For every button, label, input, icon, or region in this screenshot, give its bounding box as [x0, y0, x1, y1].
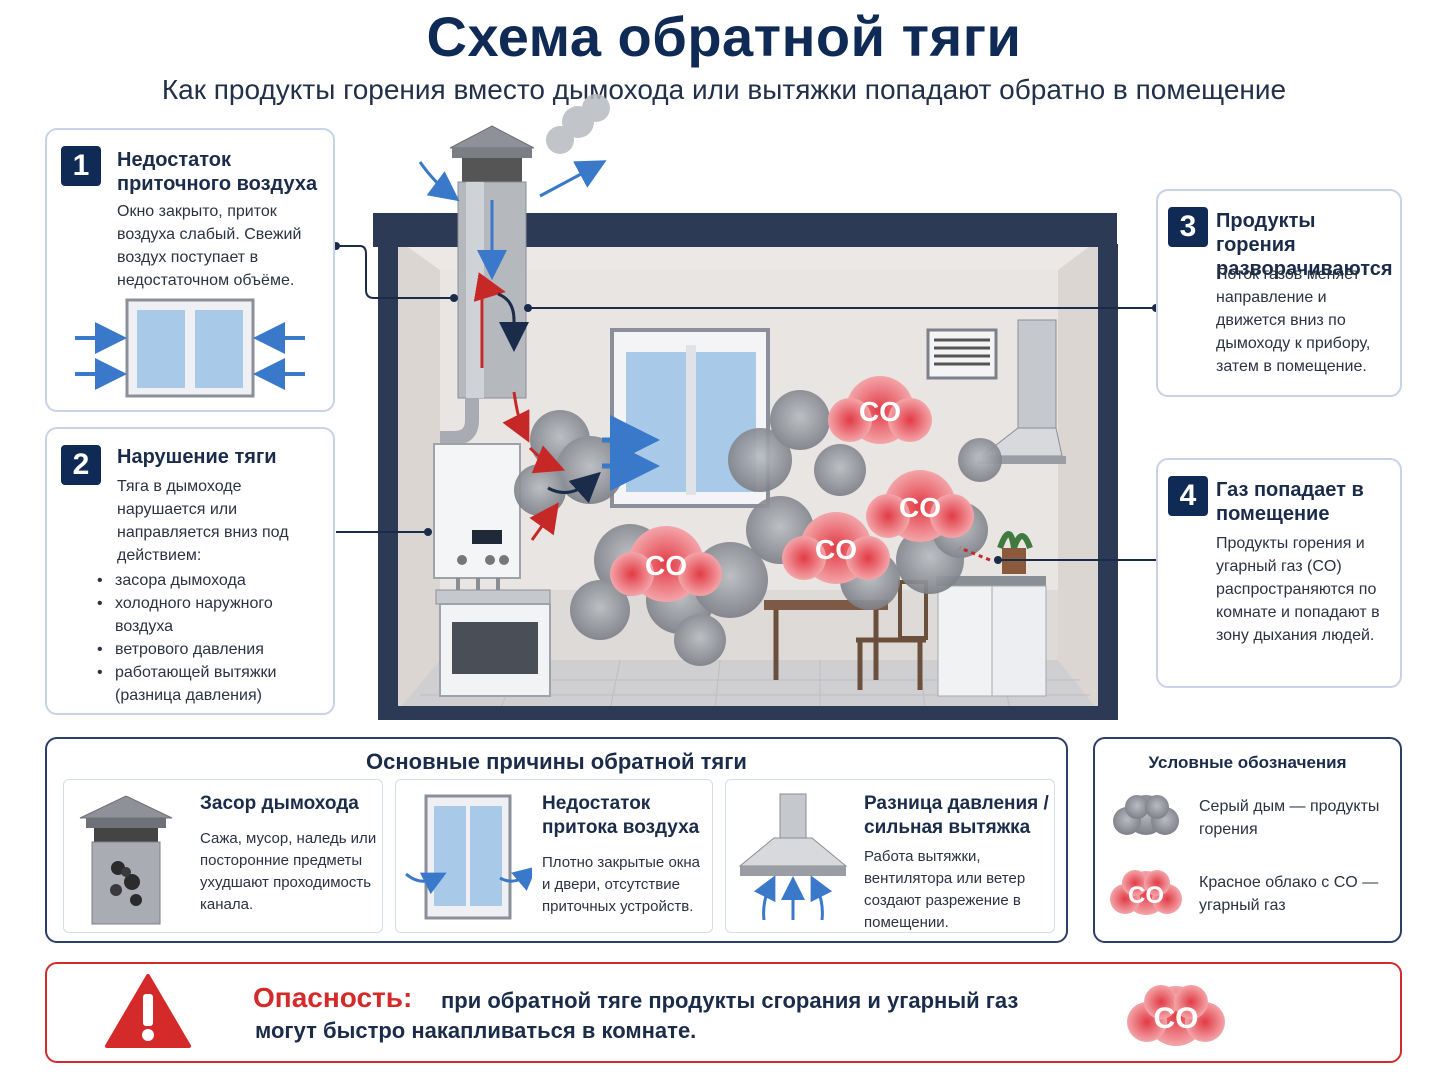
- step-text: Тяга в дымоходе нарушается или направляе…: [117, 478, 289, 564]
- legend-heading: Условные обозначения: [1148, 753, 1347, 772]
- co-label: CO: [645, 550, 687, 581]
- page-subtitle: Как продукты горения вместо дымохода или…: [161, 74, 1287, 105]
- step-number: 3: [1168, 207, 1208, 247]
- co-label: CO: [859, 396, 901, 427]
- legend-panel: Условные обозначения Серый дым — продукт…: [1093, 737, 1402, 943]
- cause-title: Разница давления / сильная вытяжка: [864, 793, 1049, 838]
- step-text: Поток газов меняет направление и движетс…: [1216, 266, 1371, 375]
- step-title: Газ попадает в помещение: [1216, 479, 1364, 525]
- co-label: CO: [1154, 1002, 1199, 1035]
- step-card-4: 4 Газ попадает в помещение Продукты горе…: [1156, 458, 1402, 688]
- cause-text: Плотно закрытые окна и двери, отсутствие…: [542, 854, 700, 915]
- legend-label: Красное облако с CO — угарный газ: [1199, 874, 1379, 914]
- cause-title: Недостаток притока воздуха: [542, 793, 700, 838]
- danger-label: Опасность:: [253, 982, 413, 1013]
- co-cloud: [610, 526, 722, 602]
- up-arrow: [473, 272, 506, 368]
- step-card-2: 2 Нарушение тяги Тяга в дымоходе нарушае…: [45, 427, 335, 715]
- inflow-arrow: [418, 161, 460, 202]
- co-label: CO: [815, 534, 857, 565]
- step-card-3: 3 Продукты горения разворачиваются Поток…: [1156, 189, 1402, 397]
- co-cloud: [782, 512, 890, 584]
- step-number: 2: [61, 445, 101, 485]
- cause-title: Засор дымохода: [200, 793, 359, 814]
- reverse-arrow: [497, 292, 529, 352]
- swirl-arrow: [547, 471, 601, 504]
- clogged-chimney-icon: [79, 795, 173, 925]
- co-cloud-icon: CO: [1127, 985, 1225, 1046]
- backflow-arrow: [529, 502, 559, 541]
- danger-banner: Опасность: при обратной тяге продукты сг…: [45, 962, 1402, 1063]
- step-title: Нарушение тяги: [117, 446, 277, 468]
- co-clouds: [610, 376, 974, 602]
- cause-card-pressure: Разница давления / сильная вытяжка Работ…: [725, 779, 1055, 933]
- connector-1: [336, 245, 454, 299]
- closed-window-icon: [75, 298, 305, 398]
- step-text: Окно закрыто, приток воздуха слабый. Све…: [117, 203, 302, 289]
- gas-boiler: [433, 398, 521, 594]
- step-title: Недостаток приточного воздуха: [117, 149, 318, 195]
- step-number: 4: [1168, 476, 1208, 516]
- danger-text-line1: при обратной тяге продукты сгорания и уг…: [441, 988, 1019, 1013]
- co-label: CO: [899, 492, 941, 523]
- cause-text: Сажа, мусор, наледь или посторонние пред…: [200, 830, 377, 913]
- flow-arrows: [418, 160, 991, 562]
- cause-card-chimney: Засор дымохода Сажа, мусор, наледь или п…: [63, 779, 383, 933]
- step-bullets: засора дымохода холодного наружного возд…: [93, 569, 333, 707]
- bullet-item: работающей вытяжки (разница давления): [93, 661, 333, 707]
- step-number: 1: [61, 146, 101, 186]
- hood-flow-arrow: [959, 546, 991, 562]
- cause-text: Работа вытяжки, вентилятора или ветер со…: [864, 848, 1026, 931]
- cause-card-air: Недостаток притока воздуха Плотно закрыт…: [395, 779, 713, 933]
- step-title: Продукты горения разворачиваются: [1216, 210, 1393, 280]
- sealed-window-icon: [405, 794, 532, 920]
- table-and-chair: [764, 580, 928, 690]
- stove: [435, 589, 551, 697]
- step-text: Продукты горения и угарный газ (CO) расп…: [1216, 535, 1380, 644]
- bullet-item: ветрового давления: [93, 638, 333, 661]
- causes-panel: Основные причины обратной тяги Засор дым…: [45, 737, 1068, 943]
- bullet-item: засора дымохода: [93, 569, 333, 592]
- wind-arrow: [539, 160, 607, 198]
- gray-smoke-icon: [1113, 795, 1179, 835]
- danger-text-line2: могут быстро накапливаться в комнате.: [255, 1018, 697, 1043]
- causes-heading: Основные причины обратной тяги: [366, 749, 747, 774]
- legend-label: Серый дым — продукты горения: [1199, 798, 1380, 838]
- range-hood-icon: [738, 793, 848, 921]
- warning-icon: [105, 974, 191, 1048]
- co-label: CO: [1128, 882, 1164, 909]
- page-title: Схема обратной тяги: [426, 5, 1022, 68]
- spread-arrow: [528, 445, 566, 474]
- co-cloud: [866, 470, 974, 542]
- vent-grille: [926, 328, 998, 380]
- down-arrow: [502, 391, 530, 443]
- kitchen-cabinet: [936, 531, 1047, 697]
- co-cloud: [828, 376, 932, 444]
- bullet-item: холодного наружного воздуха: [93, 592, 333, 638]
- step-card-1: 1 Недостаток приточного воздуха Окно зак…: [45, 128, 335, 412]
- range-hood: [978, 319, 1066, 464]
- co-cloud-icon: CO: [1110, 870, 1182, 915]
